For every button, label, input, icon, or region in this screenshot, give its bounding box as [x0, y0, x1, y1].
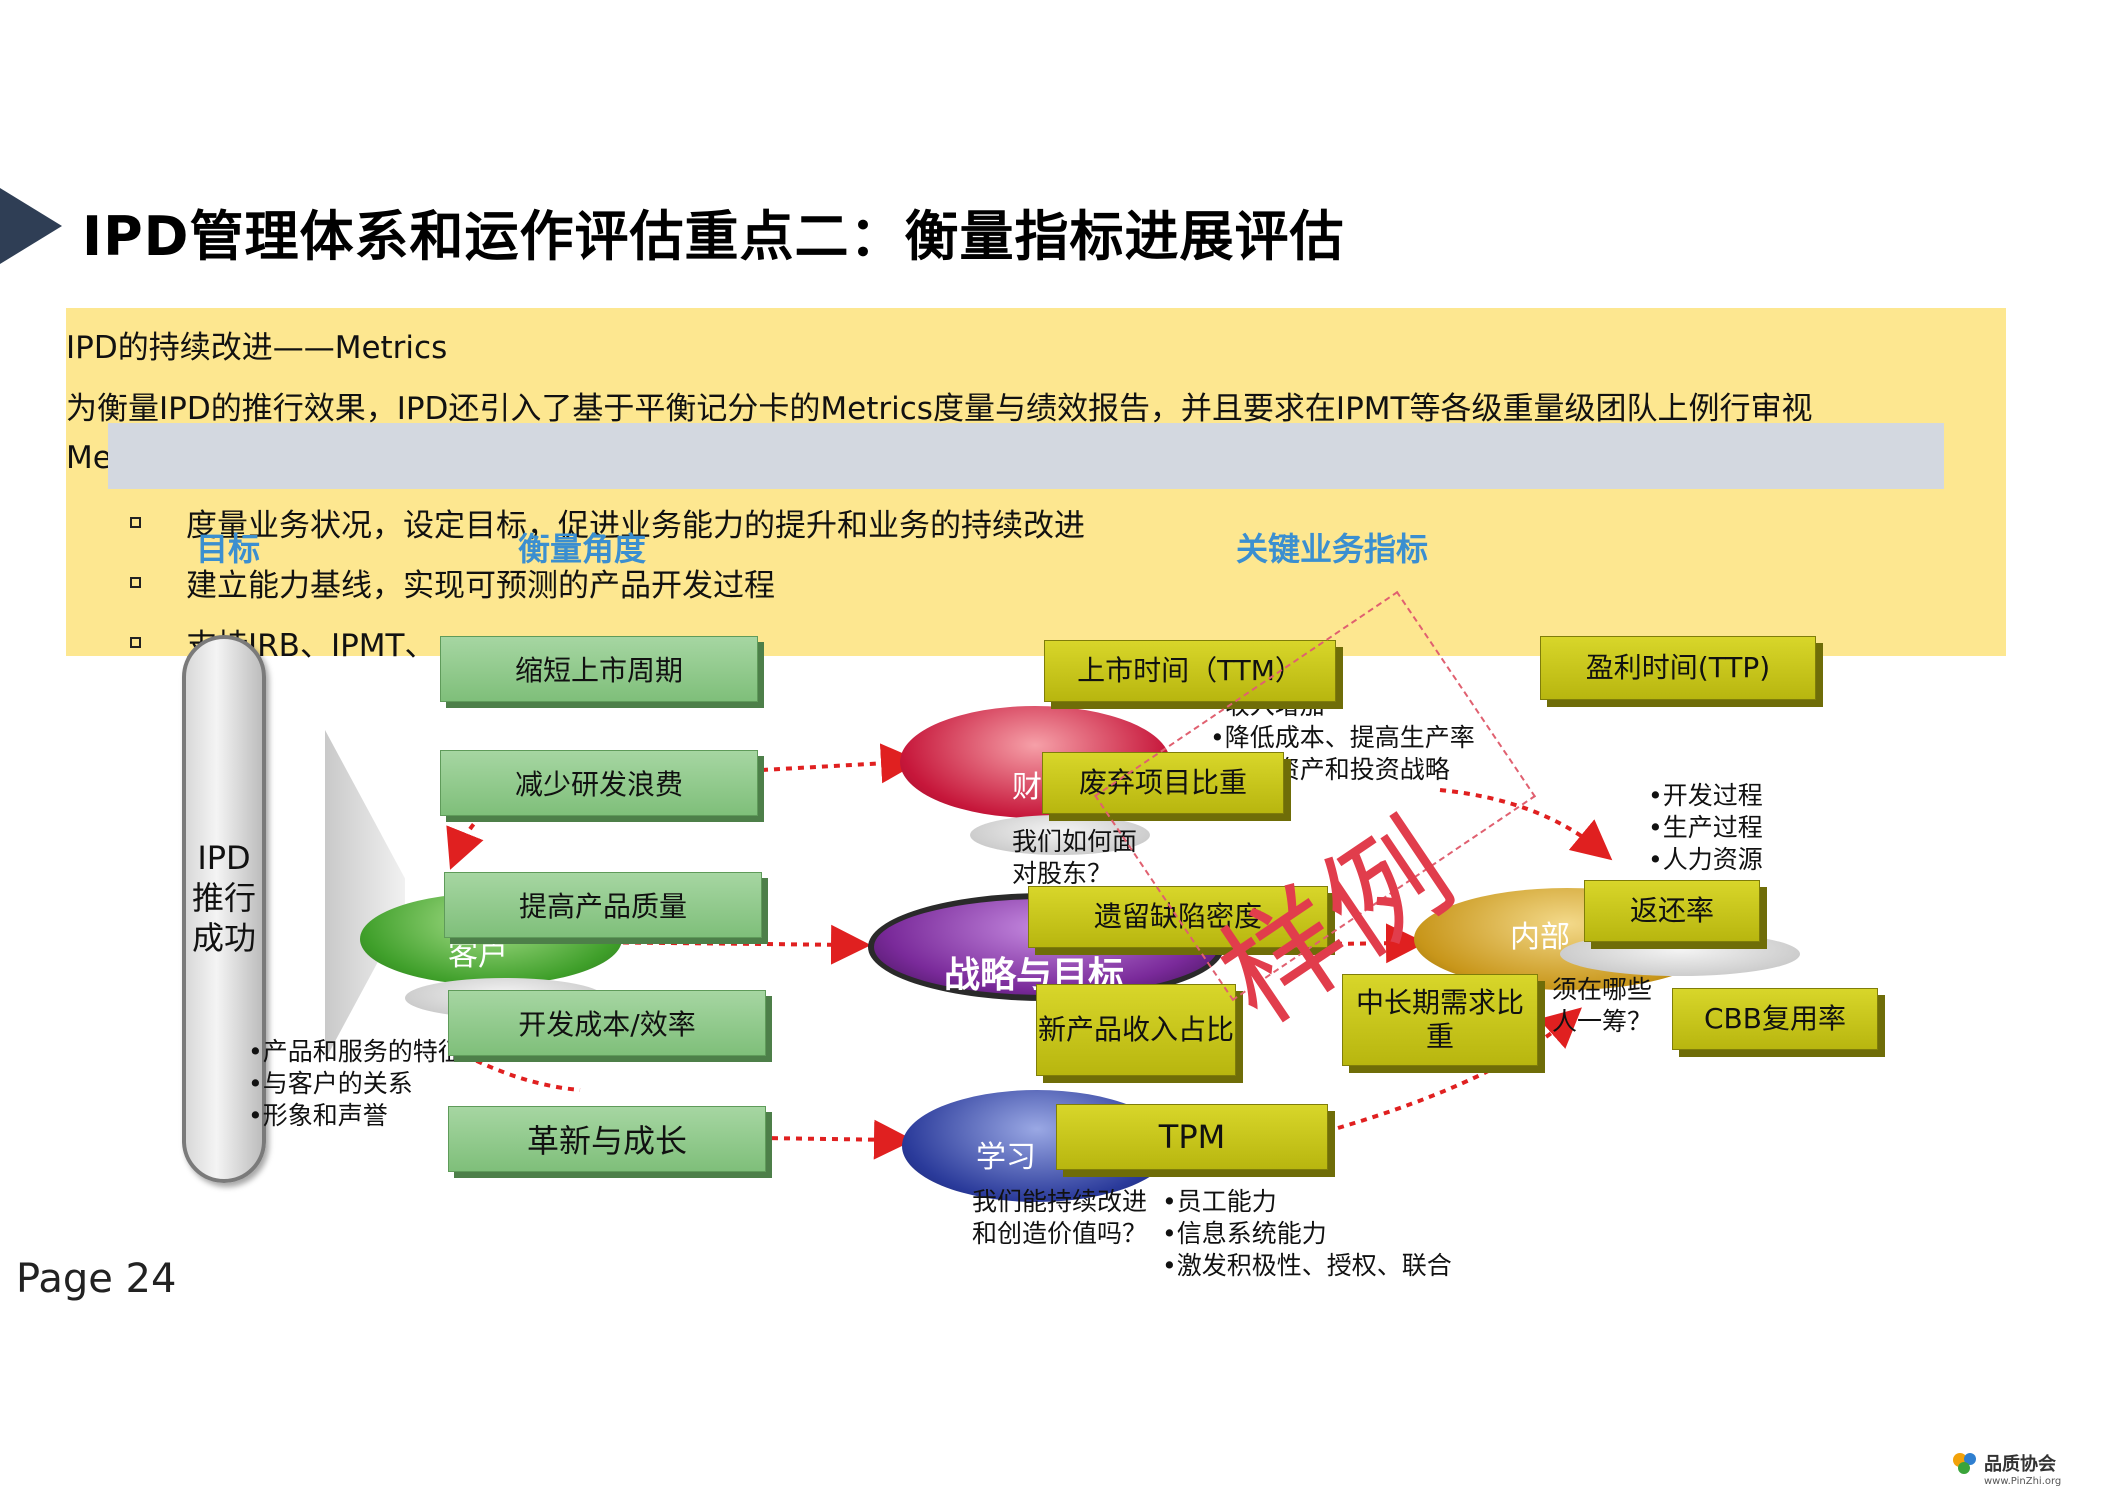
ipd-pill [182, 635, 266, 1183]
bullet-square-icon [130, 637, 141, 648]
finance-label: 财 [1012, 770, 1042, 805]
kpi-ttp: 盈利时间(TTP) [1540, 636, 1816, 700]
kpi-defect: 遗留缺陷密度 [1028, 886, 1328, 948]
bullet-square-icon [130, 517, 141, 528]
arrow-customer-strategy [574, 924, 871, 965]
kpi-new-revenue: 新产品收入占比 [1036, 984, 1236, 1076]
header-goal: 目标 [196, 530, 261, 568]
learning-question: 我们能持续改进 和创造价值吗？ [972, 1187, 1148, 1248]
finance-question: 我们如何面 对股东？ [1012, 827, 1138, 888]
goal-box-ttm: 缩短上市周期 [440, 636, 758, 702]
arrow-customer-learning [454, 1048, 581, 1092]
info-line-1: IPD的持续改进——Metrics [66, 330, 448, 366]
title-arrow-icon [0, 188, 62, 264]
bullet-text-1: 度量业务状况，设定目标，促进业务能力的提升和业务的持续改进 [186, 508, 1085, 544]
brand-logo: 品质协会 www.PinZhi.org [1953, 1450, 2061, 1487]
finance-shadow [970, 815, 1150, 855]
goal-box-cost: 开发成本/效率 [448, 990, 766, 1056]
internal-label: 内部 [1510, 920, 1570, 955]
header-angle: 衡量角度 [518, 530, 647, 568]
learning-notes: •员工能力 •信息系统能力 •激发积极性、授权、联合 [1162, 1187, 1452, 1280]
arrow-customer-finance [761, 743, 921, 784]
overlay-bar [108, 423, 1944, 489]
bullet-square-icon [130, 577, 141, 588]
logo-icon [1953, 1453, 1976, 1474]
goal-box-innovation: 革新与成长 [448, 1106, 766, 1172]
ipd-pill-label: IPD 推行 成功 [191, 839, 256, 957]
page-number: Page 24 [16, 1256, 177, 1302]
header-kpi: 关键业务指标 [1236, 530, 1429, 568]
info-line-2: 为衡量IPD的推行效果，IPD还引入了基于平衡记分卡的Metrics度量与绩效报… [66, 391, 1813, 427]
goal-box-waste: 减少研发浪费 [440, 750, 758, 816]
customer-label: 客户 [448, 938, 508, 973]
arrow-learning-internal [1337, 1007, 1582, 1130]
kpi-long-term: 中长期需求比重 [1342, 974, 1538, 1066]
learning-label: 学习 [976, 1140, 1036, 1175]
info-line-3: Me [66, 440, 112, 476]
page-title: IPD管理体系和运作评估重点二：衡量指标进展评估 [82, 205, 1345, 268]
kpi-abandon: 废弃项目比重 [1042, 752, 1284, 814]
goal-box-quality: 提高产品质量 [444, 872, 762, 938]
customer-notes: •产品和服务的特征 •与客户的关系 •形象和声誉 [248, 1037, 463, 1130]
kpi-tpm: TPM [1056, 1104, 1328, 1170]
kpi-return-rate: 返还率 [1584, 880, 1760, 942]
bullet-text-2: 建立能力基线，实现可预测的产品开发过程 [186, 568, 775, 604]
internal-question: 须在哪些 人一筹？ [1552, 975, 1653, 1036]
internal-notes: •开发过程 •生产过程 •人力资源 [1648, 781, 1763, 874]
arrow-finance-customer [446, 798, 502, 870]
arrow-to-learning [759, 1119, 914, 1160]
kpi-ttm: 上市时间（TTM） [1044, 640, 1336, 702]
kpi-cbb: CBB复用率 [1672, 988, 1878, 1050]
